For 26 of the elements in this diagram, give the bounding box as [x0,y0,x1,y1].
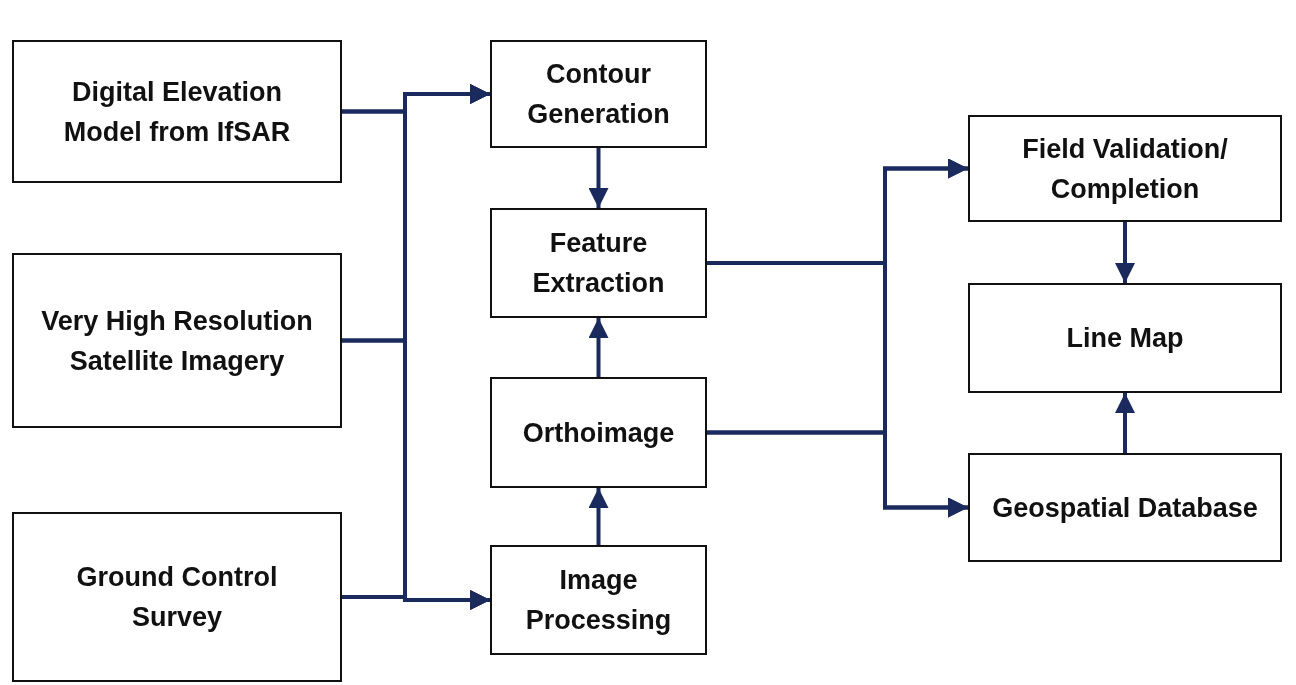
box-label: Line Map [1066,322,1184,355]
process-box [490,377,707,488]
arrow [588,148,609,208]
process-box [490,545,707,655]
arrow [707,430,968,518]
process-box [968,453,1282,562]
arrow [1115,393,1135,453]
box-label: Orthoimage [522,416,675,450]
box-label: Contour Generation [526,58,671,131]
process-box [968,283,1282,393]
box-label: Digital Elevation Model from IfSAR [62,75,292,149]
box-label: Field Validation/ Completion [1021,132,1229,206]
arrow [588,488,609,545]
process-box [490,208,707,318]
process-box [490,40,707,148]
process-box [968,115,1282,222]
process-box [12,512,342,682]
process-box [12,40,342,183]
box-label: Very High Resolution Satellite Imagery [40,304,314,378]
box-label: Image Processing [524,564,673,637]
process-box [12,253,342,428]
arrow [1115,222,1135,283]
box-label: Geospatial Database [992,491,1258,525]
arrow [588,318,609,377]
box-label: Feature Extraction [531,227,666,300]
box-label: Ground Control Survey [75,561,279,634]
